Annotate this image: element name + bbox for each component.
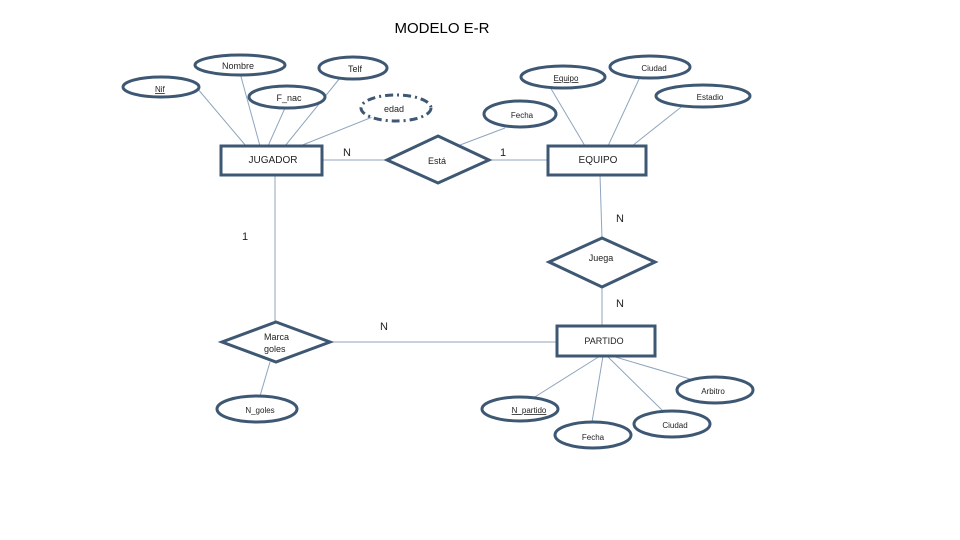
line-fnac-jugador — [267, 107, 286, 147]
entity-jugador: JUGADOR — [219, 144, 324, 177]
relationship-marca-goles: Marca goles — [217, 320, 335, 364]
attribute-arbitro-label: Arbitro — [701, 387, 725, 396]
line-nif-jugador — [196, 87, 247, 147]
diagram-title: MODELO E-R — [394, 20, 490, 37]
attribute-fnac: F_nac — [247, 84, 327, 110]
attribute-ciudad-equipo-label: Ciudad — [641, 64, 666, 73]
attribute-fecha-partido: Fecha — [553, 420, 633, 450]
relationship-juega-label: Juega — [589, 253, 614, 263]
line-ciudad-equipo — [607, 76, 641, 147]
relationship-esta-label: Está — [428, 156, 446, 166]
cardinality-esta-equipo: 1 — [500, 147, 506, 159]
cardinality-juega-partido: N — [616, 298, 624, 310]
attribute-fecha-esta: Fecha — [482, 99, 558, 129]
attribute-fecha-partido-label: Fecha — [582, 433, 605, 442]
line-telf-jugador — [284, 77, 341, 147]
attribute-ciudad-equipo: Ciudad — [608, 54, 692, 80]
entity-partido-label: PARTIDO — [584, 336, 623, 346]
attribute-edad-derived: edad — [359, 93, 433, 123]
attribute-ciudad-partido-label: Ciudad — [662, 421, 687, 430]
line-equipo-attr-equipo — [549, 86, 586, 147]
line-edad-jugador — [299, 113, 381, 147]
attribute-telf: Telf — [317, 55, 389, 81]
entity-equipo-label: EQUIPO — [579, 155, 618, 166]
attribute-nif-label: Nif — [155, 85, 166, 94]
line-estadio-equipo — [631, 103, 686, 147]
attribute-fecha-esta-label: Fecha — [511, 111, 534, 120]
relationship-juega: Juega — [545, 236, 659, 289]
attribute-edad-label: edad — [384, 104, 404, 114]
entity-equipo: EQUIPO — [546, 144, 648, 177]
line-partido-fecha — [591, 355, 604, 423]
attribute-ngoles-label: N_goles — [245, 406, 274, 415]
attribute-ngoles: N_goles — [215, 394, 299, 424]
line-partido-ciudad — [606, 355, 666, 414]
attribute-nif: Nif — [121, 75, 201, 99]
attribute-nombre: Nombre — [193, 53, 287, 77]
cardinality-marca-partido: N — [380, 321, 388, 333]
line-partido-arbitro — [611, 355, 701, 383]
line-fecha-esta — [459, 127, 506, 146]
relationship-esta: Está — [383, 134, 493, 185]
entity-partido: PARTIDO — [555, 324, 657, 358]
line-equipo-juega — [599, 174, 603, 239]
cardinality-equipo-juega: N — [616, 213, 624, 225]
attribute-arbitro: Arbitro — [675, 375, 755, 405]
attribute-estadio-label: Estadio — [697, 93, 724, 102]
attribute-npartido-label: N_partido — [512, 406, 547, 415]
attribute-equipo-label: Equipo — [554, 74, 579, 83]
relationship-marca-label-line2: goles — [264, 344, 286, 354]
relationship-marca-label-line1: Marca — [264, 332, 289, 342]
cardinality-jugador-marca: 1 — [242, 231, 248, 243]
connectors — [196, 72, 701, 423]
entity-jugador-label: JUGADOR — [249, 155, 298, 166]
attribute-nombre-label: Nombre — [222, 61, 254, 71]
line-nombre-jugador — [239, 72, 261, 147]
attribute-ciudad-partido: Ciudad — [632, 409, 712, 439]
attribute-fnac-label: F_nac — [276, 93, 302, 103]
attribute-estadio: Estadio — [654, 83, 752, 109]
cardinality-jugador-esta: N — [343, 147, 351, 159]
attribute-telf-label: Telf — [348, 64, 363, 74]
line-partido-npartido — [529, 355, 601, 401]
attribute-npartido: N_partido — [480, 395, 560, 423]
line-marca-ngoles — [259, 361, 271, 397]
attribute-equipo: Equipo — [519, 64, 607, 90]
